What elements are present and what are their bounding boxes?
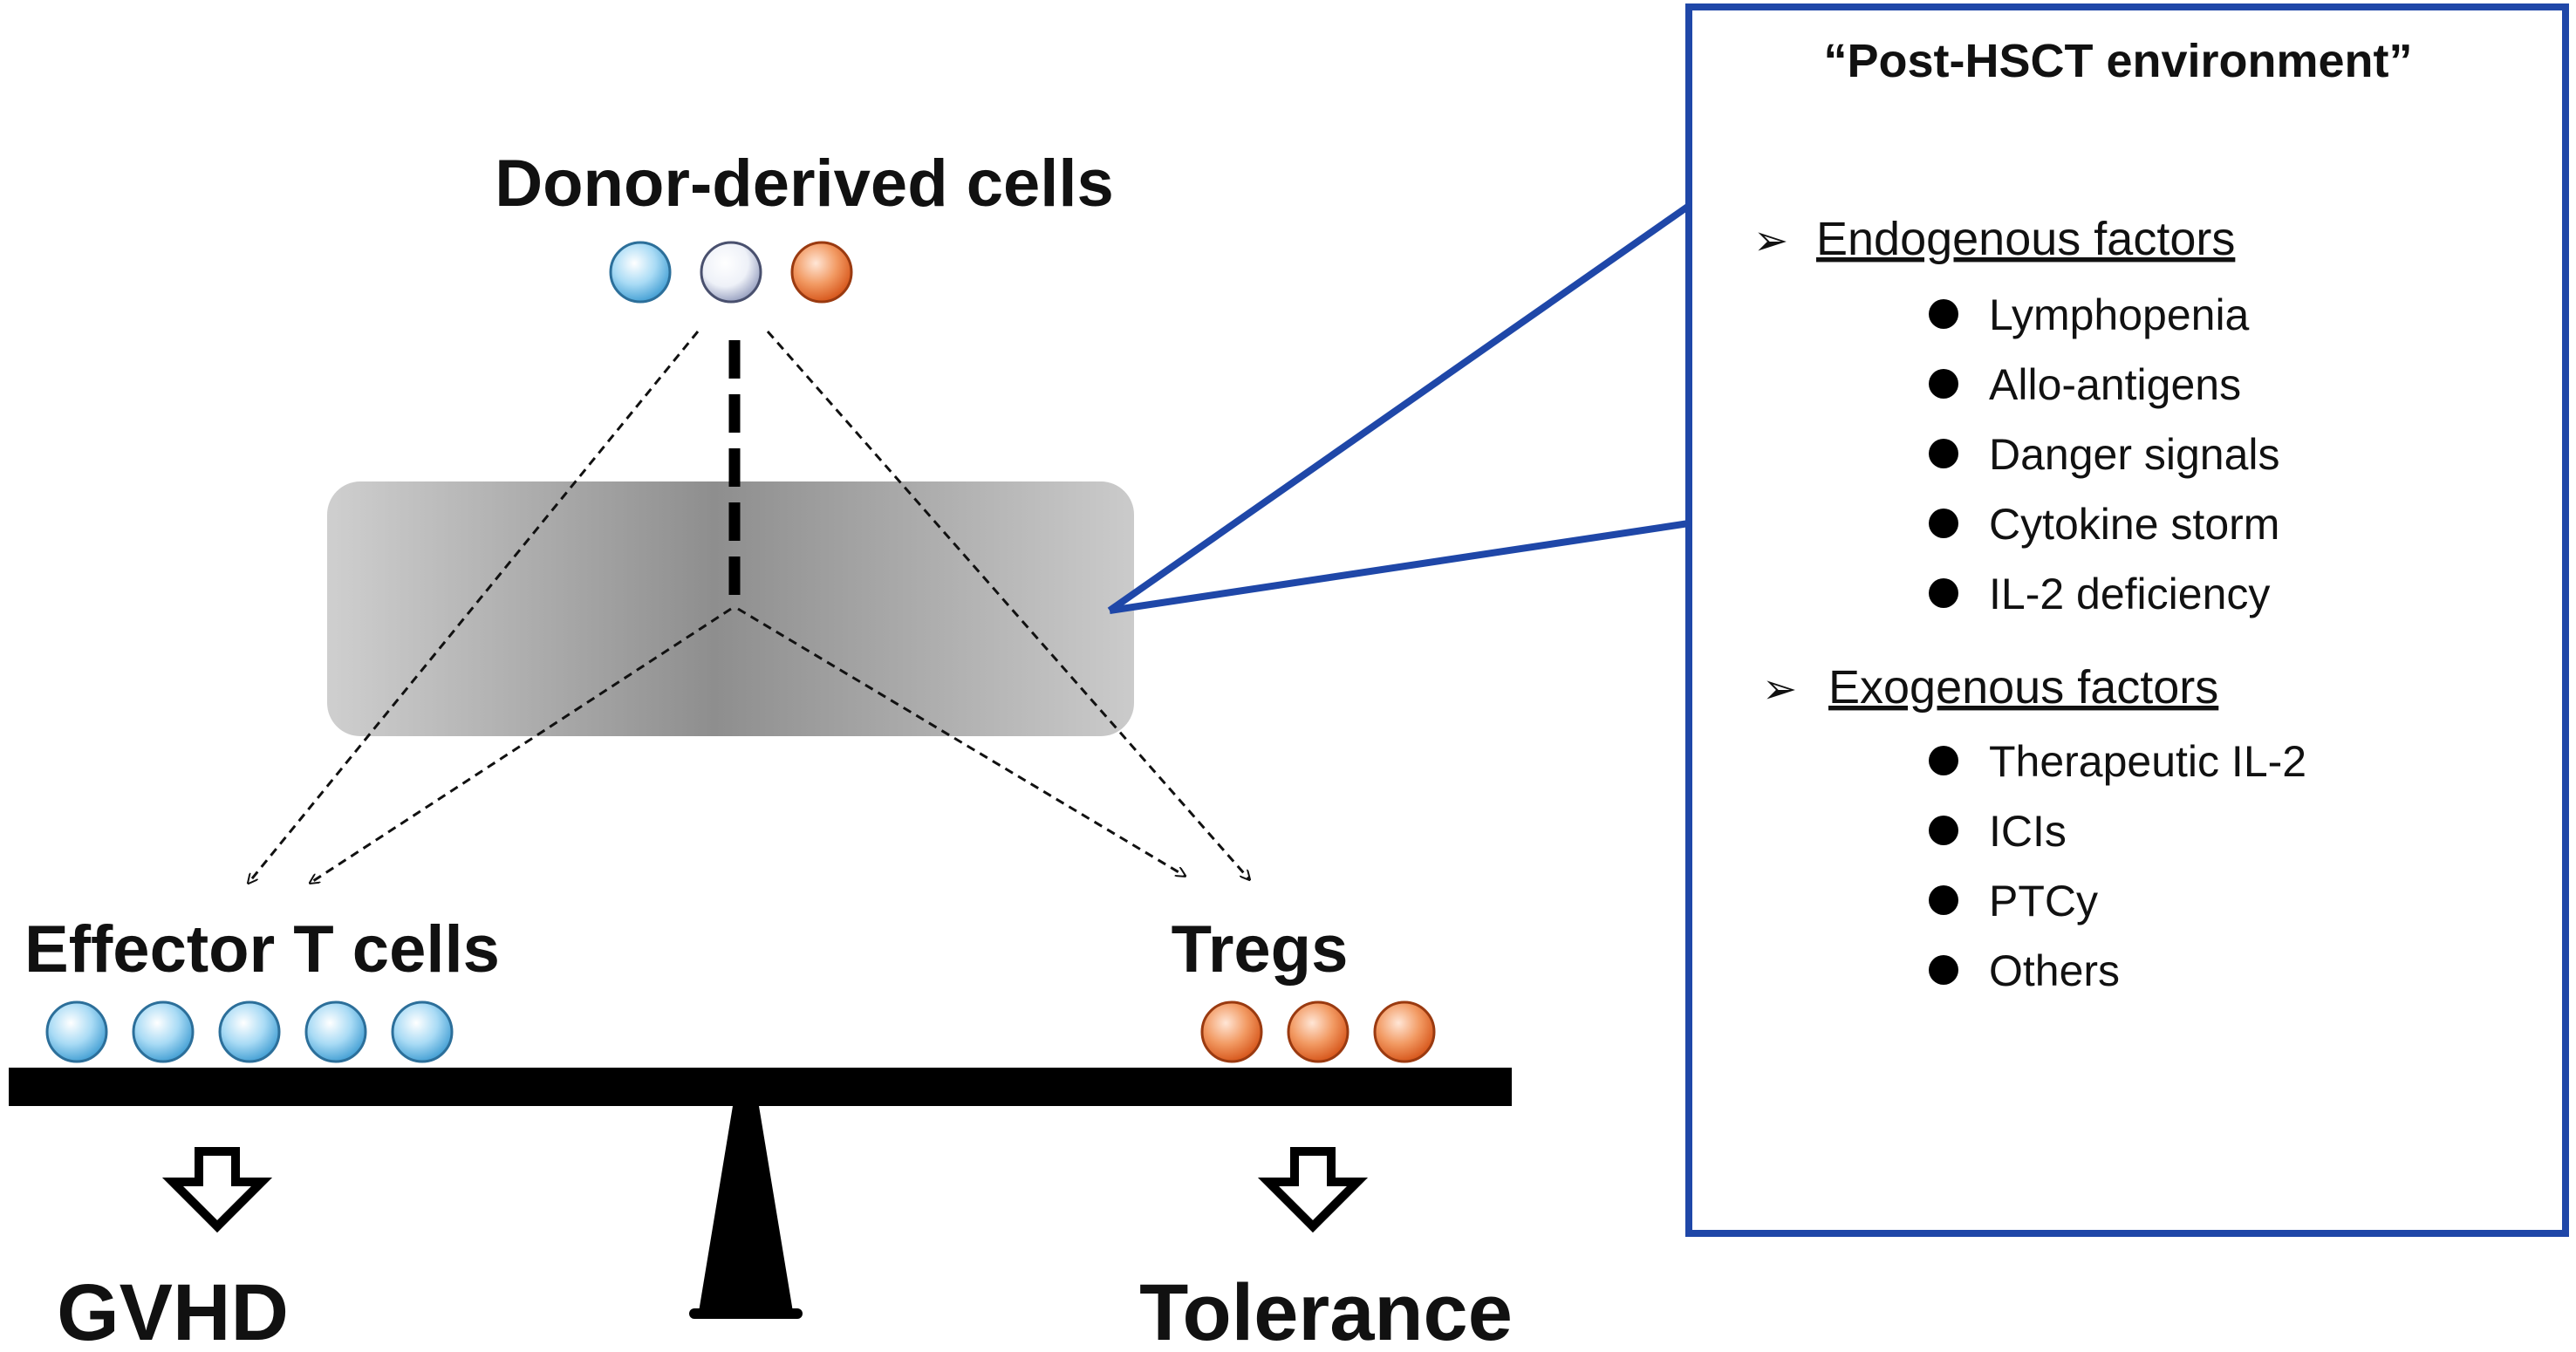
treg-cell (1200, 1000, 1263, 1063)
balance-beam (9, 1068, 1512, 1106)
bullet-dot-icon (1929, 955, 1958, 985)
exogenous-heading: Exogenous factors (1828, 661, 2218, 714)
donor-title: Donor-derived cells (495, 147, 1114, 221)
treg-cell-group (1200, 1000, 1436, 1063)
environment-callout-box (1685, 3, 2569, 1237)
arrow-donor-to-tregs (766, 331, 1249, 879)
effector-t-cell (391, 1000, 454, 1063)
callout-line-lower (1109, 520, 1690, 614)
tolerance-label: Tolerance (1139, 1268, 1513, 1352)
arrow-env-to-effector (311, 607, 732, 883)
donor-cell-effector (609, 241, 672, 304)
factor-item: IL-2 deficiency (1989, 570, 2270, 618)
factor-item: PTCy (1989, 877, 2098, 925)
effector-cell-group (45, 1000, 454, 1063)
bullet-dot-icon (1929, 746, 1958, 775)
effector-t-cell (45, 1000, 108, 1063)
environment-title: “Post-HSCT environment” (1823, 35, 2412, 87)
effector-t-cell (132, 1000, 195, 1063)
arrow-env-to-tregs (737, 607, 1185, 876)
tolerance-down-arrow-icon (1257, 1147, 1369, 1233)
endogenous-bullet-icon: ➢ (1753, 218, 1788, 264)
factor-item: Lymphopenia (1989, 290, 2250, 339)
balance-fulcrum (698, 1106, 794, 1317)
bullet-dot-icon (1929, 299, 1958, 329)
factor-item: Danger signals (1989, 430, 2280, 479)
endogenous-heading: Endogenous factors (1816, 213, 2235, 265)
factor-item: Therapeutic IL-2 (1989, 737, 2306, 786)
factor-item: Cytokine storm (1989, 500, 2279, 549)
effector-t-cell (218, 1000, 281, 1063)
bullet-dot-icon (1929, 439, 1958, 468)
balance-fulcrum-base (689, 1308, 803, 1319)
bullet-dot-icon (1929, 578, 1958, 608)
factor-item: ICIs (1989, 807, 2067, 856)
callout-line-upper (1107, 202, 1691, 614)
tregs-label: Tregs (1172, 912, 1349, 987)
effector-t-cell (304, 1000, 367, 1063)
treg-cell (1287, 1000, 1349, 1063)
factor-item: Allo-antigens (1989, 360, 2241, 409)
factor-item: Others (1989, 946, 2120, 995)
bullet-dot-icon (1929, 509, 1958, 538)
bullet-dot-icon (1929, 816, 1958, 845)
bullet-dot-icon (1929, 369, 1958, 399)
effector-t-cells-label: Effector T cells (24, 912, 500, 987)
treg-cell (1373, 1000, 1436, 1063)
donor-cell-neutral (700, 241, 762, 304)
exogenous-bullet-icon: ➢ (1762, 666, 1797, 713)
bullet-dot-icon (1929, 885, 1958, 915)
donor-cell-treg (790, 241, 853, 304)
gvhd-down-arrow-icon (161, 1147, 273, 1233)
gvhd-label: GVHD (57, 1268, 289, 1352)
